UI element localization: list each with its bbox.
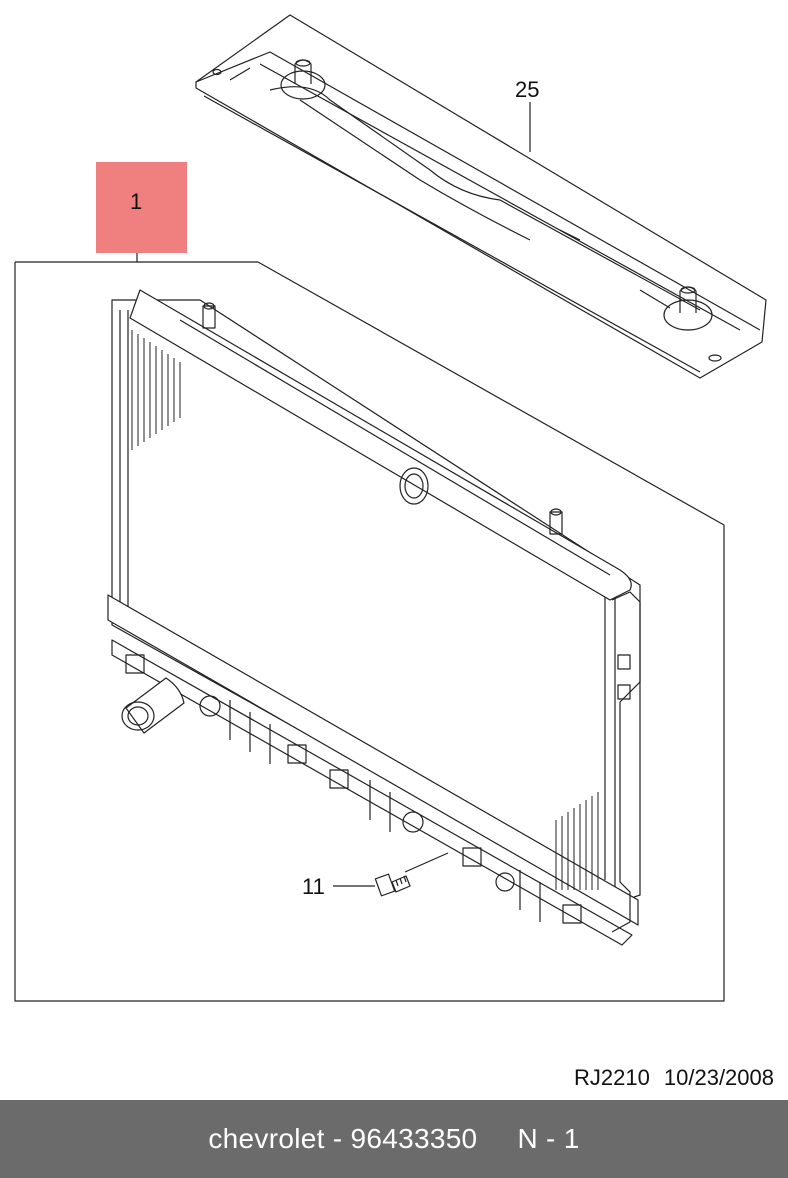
- callout-highlight: [96, 162, 187, 253]
- parts-diagram: [14, 14, 767, 1002]
- reference-date: 10/23/2008: [663, 1065, 774, 1090]
- radiator-callout-frame: [14, 261, 725, 1002]
- caption-page: N - 1: [517, 1123, 580, 1154]
- callout-upper-support[interactable]: 25: [515, 77, 540, 102]
- upper-support-bracket: [195, 14, 767, 379]
- callout-drain-plug[interactable]: 11: [302, 874, 325, 899]
- radiator-fins: [131, 330, 599, 890]
- callout-radiator[interactable]: 1: [130, 189, 143, 214]
- diagram-reference: RJ2210 10/23/2008: [560, 1065, 774, 1091]
- radiator-core: [107, 289, 641, 946]
- caption-bar: chevrolet - 96433350 N - 1: [0, 1100, 788, 1178]
- caption-part-number: chevrolet - 96433350: [208, 1123, 478, 1154]
- reference-code: RJ2210: [574, 1065, 650, 1090]
- drain-plug: [374, 873, 411, 897]
